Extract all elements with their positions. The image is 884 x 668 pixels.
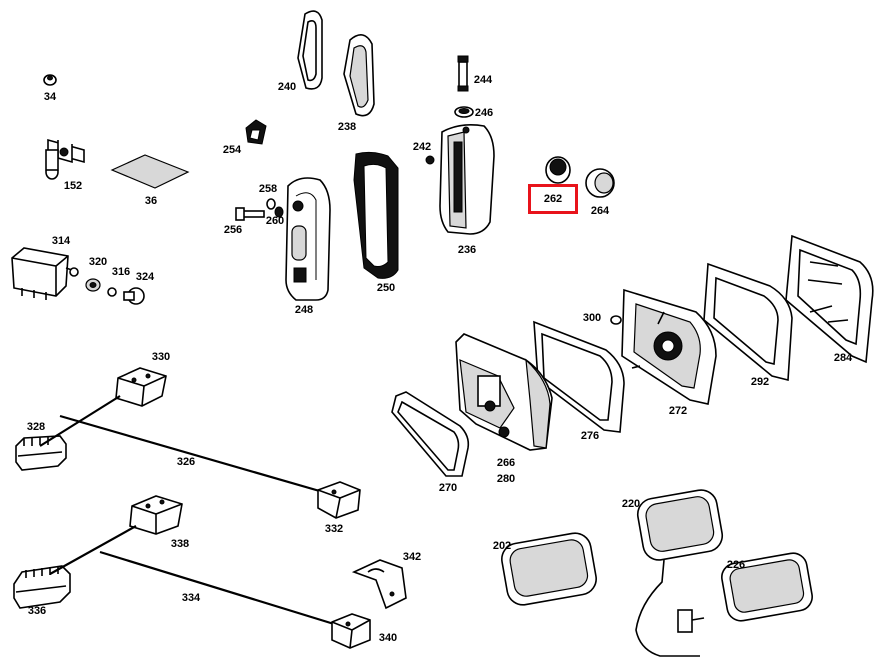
- part-label-270[interactable]: 270: [438, 482, 458, 494]
- clip-icon: [245, 119, 267, 145]
- lamp-frame-icon: [353, 151, 399, 279]
- gasket-icon: [391, 391, 470, 477]
- reflector-icon: [621, 288, 717, 405]
- part-label-236[interactable]: 236: [457, 244, 477, 256]
- part-label-262[interactable]: 262: [543, 193, 563, 205]
- connector-icon: [13, 565, 71, 609]
- gasket-icon: [297, 10, 323, 90]
- part-label-324[interactable]: 324: [135, 271, 155, 283]
- relay-icon: [11, 247, 79, 300]
- lamp-housing-icon: [285, 177, 331, 301]
- part-label-202[interactable]: 202: [492, 540, 512, 552]
- part-label-334[interactable]: 334: [181, 592, 201, 604]
- part-label-276[interactable]: 276: [580, 430, 600, 442]
- nut-icon: [425, 155, 435, 165]
- trim-frame-icon: [703, 262, 793, 382]
- part-label-326[interactable]: 326: [176, 456, 196, 468]
- knob-icon: [123, 287, 145, 305]
- part-label-340[interactable]: 340: [378, 632, 398, 644]
- connector-icon: [331, 613, 371, 649]
- part-label-338[interactable]: 338: [170, 538, 190, 550]
- part-label-226[interactable]: 226: [726, 559, 746, 571]
- part-label-244[interactable]: 244: [473, 74, 493, 86]
- cap-icon: [545, 156, 571, 184]
- part-label-292[interactable]: 292: [750, 376, 770, 388]
- bulb-icon: [457, 55, 469, 92]
- part-label-152[interactable]: 152: [63, 180, 83, 192]
- connector-icon: [129, 495, 183, 535]
- part-label-272[interactable]: 272: [668, 405, 688, 417]
- washer-icon: [266, 198, 276, 210]
- part-label-36[interactable]: 36: [144, 195, 158, 207]
- nut-icon: [610, 315, 622, 325]
- part-label-240[interactable]: 240: [277, 81, 297, 93]
- part-label-336[interactable]: 336: [27, 605, 47, 617]
- part-label-330[interactable]: 330: [151, 351, 171, 363]
- trim-frame-icon: [533, 320, 625, 433]
- part-label-328[interactable]: 328: [26, 421, 46, 433]
- cable-icon: [39, 395, 331, 496]
- part-label-342[interactable]: 342: [402, 551, 422, 563]
- headlamp-housing-icon: [455, 333, 553, 451]
- part-label-260[interactable]: 260: [265, 215, 285, 227]
- part-label-254[interactable]: 254: [222, 144, 242, 156]
- switch-icon: [45, 138, 85, 180]
- screw-icon: [235, 207, 265, 221]
- part-label-220[interactable]: 220: [621, 498, 641, 510]
- lens-icon: [343, 34, 375, 117]
- nut-icon: [274, 206, 284, 218]
- part-label-238[interactable]: 238: [337, 121, 357, 133]
- part-label-280[interactable]: 280: [496, 473, 516, 485]
- nut-icon: [85, 278, 101, 292]
- part-label-258[interactable]: 258: [258, 183, 278, 195]
- connector-icon: [115, 367, 167, 407]
- part-label-248[interactable]: 248: [294, 304, 314, 316]
- bracket-icon: [351, 559, 407, 610]
- nut-icon: [43, 74, 57, 86]
- part-label-250[interactable]: 250: [376, 282, 396, 294]
- part-label-34[interactable]: 34: [43, 91, 57, 103]
- part-label-316[interactable]: 316: [111, 266, 131, 278]
- part-label-246[interactable]: 246: [474, 107, 494, 119]
- washer-icon: [107, 287, 117, 297]
- connector-icon: [317, 481, 361, 519]
- lamp-cover-icon: [721, 552, 813, 622]
- part-label-266[interactable]: 266: [496, 457, 516, 469]
- part-label-314[interactable]: 314: [51, 235, 71, 247]
- cap-icon: [585, 168, 615, 198]
- part-label-300[interactable]: 300: [582, 312, 602, 324]
- pad-icon: [110, 154, 190, 189]
- connector-icon: [15, 435, 67, 471]
- part-label-242[interactable]: 242: [412, 141, 432, 153]
- part-label-332[interactable]: 332: [324, 523, 344, 535]
- part-label-284[interactable]: 284: [833, 352, 853, 364]
- part-label-264[interactable]: 264: [590, 205, 610, 217]
- part-label-256[interactable]: 256: [223, 224, 243, 236]
- part-label-320[interactable]: 320: [88, 256, 108, 268]
- lamp-cover-icon: [501, 532, 597, 606]
- lamp-cover-icon: [635, 489, 724, 657]
- ring-icon: [454, 106, 474, 118]
- lamp-housing-icon: [439, 124, 495, 235]
- selected-part-highlight: [528, 184, 578, 214]
- grille-frame-icon: [785, 234, 874, 364]
- cable-icon: [49, 525, 335, 626]
